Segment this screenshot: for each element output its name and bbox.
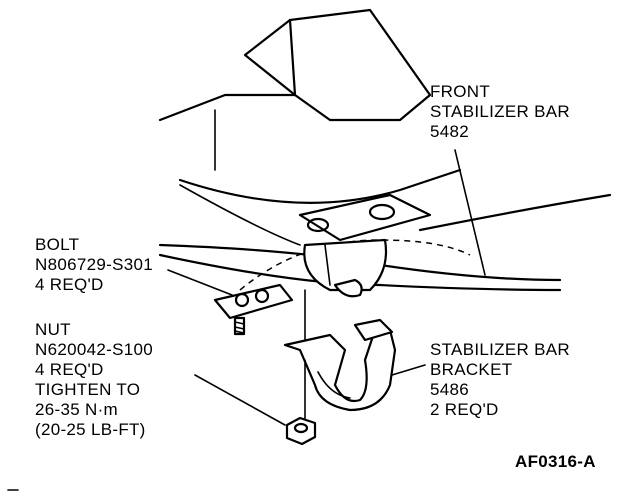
plate-hole-right [368,203,396,221]
bolt-line-2: N806729-S301 [35,255,153,274]
bolt-head-1 [234,292,250,308]
bolt-thread [234,321,245,334]
frame-upper-panel [243,8,432,122]
bracket-line-4: 2 REQ'D [430,400,499,419]
bracket-body [283,328,397,412]
nut-line-1: NUT [35,320,71,339]
bracket-line-1: STABILIZER BAR [430,340,570,359]
nut-line-5: 26-35 N·m [35,400,119,419]
bracket-leader-line [391,364,426,376]
front-bar-line-1: FRONT [430,82,491,101]
frame-left-edge [158,93,297,122]
upper-bushing [303,238,388,292]
frame-right-sweep [418,193,612,232]
frame-crossmember [179,184,301,246]
nut-line-3: 4 REQ'D [35,360,104,379]
bolt-line-3: 4 REQ'D [35,275,104,294]
nut-label: NUT N620042-S100 4 REQ'D TIGHTEN TO 26-3… [35,320,153,440]
bolt-head-2 [254,288,270,304]
front-stabilizer-bar-label: FRONT STABILIZER BAR 5482 [430,82,570,142]
frame-fold-line [288,18,297,97]
front-bar-leader-line [454,149,486,276]
frame-lower-sweep [178,168,462,204]
plate-hole-left [306,217,330,233]
front-bar-line-3: 5482 [430,122,470,141]
upper-bushing-seam [324,244,331,286]
mounting-plate [298,193,432,242]
nut-leader-line [194,374,286,426]
bracket-label: STABILIZER BAR BRACKET 5486 2 REQ'D [430,340,570,420]
nut-line-6: (20-25 LB-FT) [35,420,146,439]
stabilizer-bar-lower-edge [158,253,562,292]
nut-hole [293,422,309,434]
bolt-label: BOLT N806729-S301 4 REQ'D [35,235,153,295]
nut-line-4: TIGHTEN TO [35,380,141,399]
bracket-tab [353,318,394,342]
bolt-leader-line [167,269,233,296]
nut-line-2: N620042-S100 [35,340,153,359]
bolt-plate [213,283,294,320]
bracket-line-3: 5486 [430,380,470,399]
bracket-inner-curve [317,371,351,399]
bolt-line-1: BOLT [35,235,80,254]
front-bar-line-2: STABILIZER BAR [430,102,570,121]
upper-bushing-cap [333,278,363,298]
bracket-line-2: BRACKET [430,360,513,379]
figure-id: AF0316-A [515,452,596,471]
